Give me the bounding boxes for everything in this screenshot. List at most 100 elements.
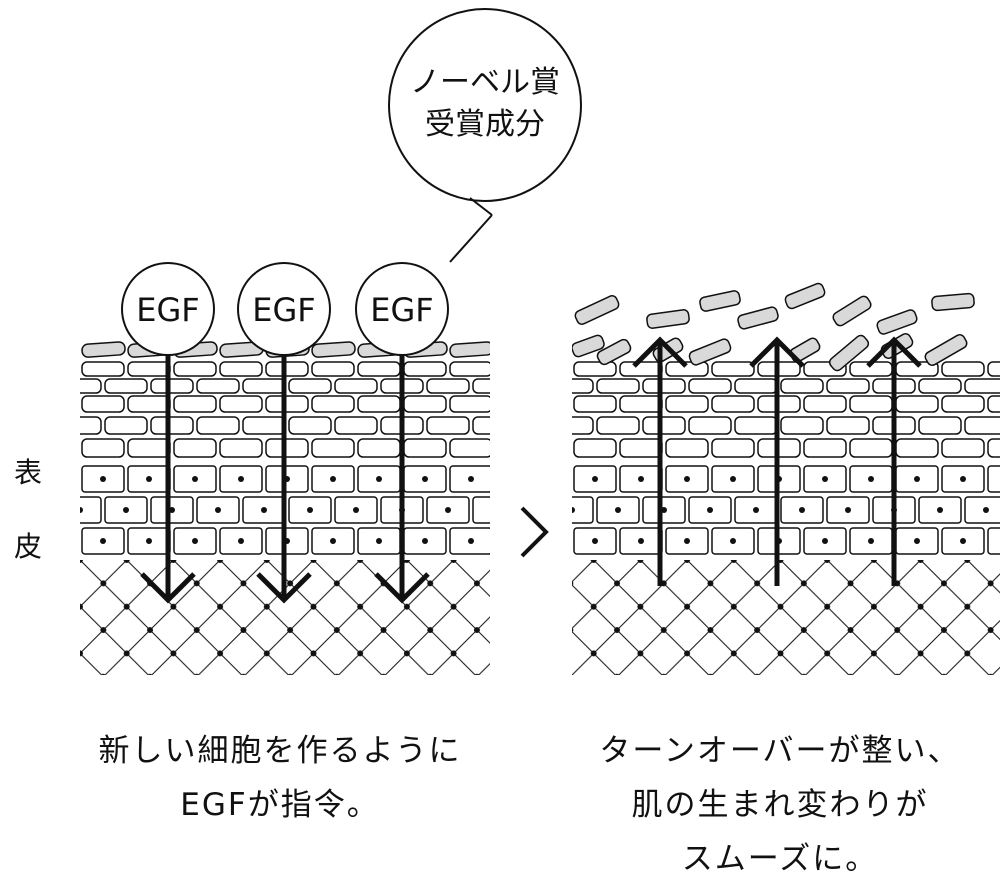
cell-nucleus [868,476,874,482]
flat-cell [642,416,686,435]
flat-cell [81,395,125,413]
flat-cell [573,361,617,377]
cell-nucleus [261,507,267,513]
cell-nucleus [592,476,598,482]
flat-cell [642,378,686,394]
cell-nucleus [491,507,497,513]
flat-cell [173,361,217,377]
flat-cell [918,378,962,394]
flat-cell [403,395,447,413]
cell-nucleus [730,538,736,544]
flat-cell [711,361,755,377]
cell-nucleus [422,476,428,482]
flat-cell [734,416,778,435]
flat-cell [196,416,240,435]
cell-nucleus [80,507,83,513]
flat-cell [265,438,309,458]
cell-nucleus [100,476,106,482]
cell-nucleus [799,507,805,513]
flat-cell [150,378,194,394]
side-label-char-2: 皮 [14,530,42,563]
flat-cell [242,378,286,394]
cell-nucleus [192,538,198,544]
cell-nucleus [960,476,966,482]
cell-nucleus [238,476,244,482]
flat-cell [472,378,490,394]
cell-nucleus [983,507,989,513]
flat-cell [449,361,490,377]
cell-nucleus [914,476,920,482]
cell-nucleus [572,507,575,513]
flat-cell [80,378,102,394]
cell-nucleus [468,538,474,544]
flat-cell [311,361,355,377]
flat-cell [104,416,148,435]
cell-nucleus [146,476,152,482]
egf-label: EGF [136,291,199,329]
turnover-arrows [632,336,922,586]
egf-badge: EGF [355,262,449,356]
flat-cell [357,361,401,377]
cell-nucleus [445,507,451,513]
flat-cell [849,438,893,458]
flat-cell [288,416,332,435]
horny-layer-scale [449,341,490,358]
flat-cell [572,378,594,394]
flat-cell [173,438,217,458]
flat-cell [449,395,490,413]
flat-cell [357,438,401,458]
flat-cell [127,395,171,413]
flat-cell [288,378,332,394]
cell-nucleus [123,507,129,513]
flat-cell [596,416,640,435]
cell-nucleus [100,538,106,544]
cell-nucleus [638,538,644,544]
chevron-right-icon [520,506,549,558]
flat-cell [403,438,447,458]
flat-cell [573,438,617,458]
flat-cell [826,378,870,394]
flat-cell [219,361,263,377]
egf-label: EGF [370,291,433,329]
peeling-scale [832,295,872,327]
down-arrow [256,345,312,604]
flat-cell [780,416,824,435]
epidermis-cell [80,496,102,524]
side-label-char-1: 表 [14,456,42,489]
down-arrow [374,345,430,604]
flat-cell [265,361,309,377]
caption-right: ターンオーバーが整い、 肌の生まれ変わりが スムーズに。 [570,724,990,886]
flat-cell [81,361,125,377]
cell-nucleus [684,476,690,482]
flat-cell [941,438,985,458]
cell-nucleus [468,476,474,482]
cell-nucleus [422,538,428,544]
callout-bubble: ノーベル賞 受賞成分 [388,8,582,263]
flat-cell [734,378,778,394]
flat-cell [127,438,171,458]
flat-cell [572,416,594,435]
caption-right-line-1: ターンオーバーが整い、 [599,733,961,769]
flat-cell [196,378,240,394]
cell-nucleus [730,476,736,482]
peeling-scale [924,334,968,366]
flat-cell [895,438,939,458]
peeling-scale [737,306,779,330]
cell-nucleus [146,538,152,544]
epidermis-cell [472,496,490,524]
egf-arrows [140,345,430,604]
flat-cell [265,395,309,413]
caption-right-line-2: 肌の生まれ変わりが [631,787,929,823]
flat-cell [426,416,470,435]
flat-cell [918,416,962,435]
caption-left-line-2: EGFが指令。 [180,787,380,823]
cell-nucleus [914,538,920,544]
cell-nucleus [845,507,851,513]
flat-cell [826,416,870,435]
cell-nucleus [330,538,336,544]
flat-cell [803,438,847,458]
flat-cell [895,395,939,413]
cell-nucleus [615,507,621,513]
horny-layer-scale [81,341,126,358]
flat-cell [619,438,663,458]
